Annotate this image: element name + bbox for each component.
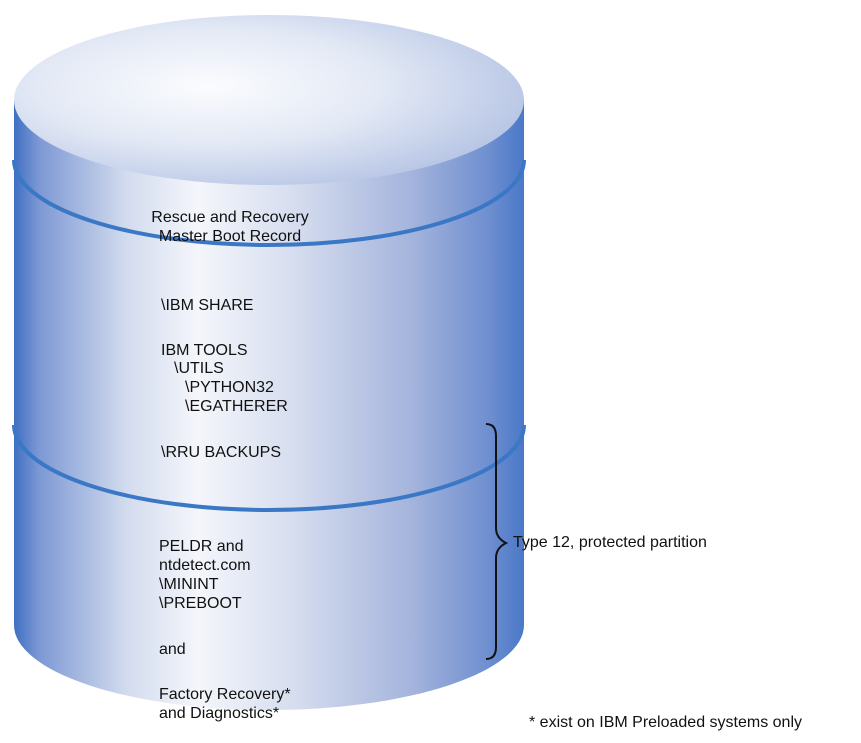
factory-line-2: and Diagnostics*: [159, 705, 280, 722]
preboot-line-2: ntdetect.com: [159, 557, 251, 574]
egatherer-folder-label: \EGATHERER: [185, 398, 288, 415]
footnote: * exist on IBM Preloaded systems only: [529, 714, 803, 731]
mbr-line-2: Master Boot Record: [158, 228, 302, 245]
factory-line-1: Factory Recovery*: [159, 686, 291, 703]
preboot-label: PELDR and ntdetect.com \MININT \PREBOOT: [159, 537, 251, 613]
mbr-line-1: Rescue and Recovery: [151, 209, 309, 226]
partition-band-lower: [12, 424, 526, 512]
rru-backups-label: \RRU BACKUPS: [161, 444, 282, 461]
partition-brace: [485, 423, 509, 660]
python32-folder-label: \PYTHON32: [185, 379, 274, 396]
utils-folder-label: \UTILS: [174, 360, 224, 377]
cylinder-top: [14, 15, 524, 185]
mbr-label: Rescue and Recovery Master Boot Record: [130, 208, 330, 246]
and-label: and: [159, 641, 186, 658]
ibm-share-label: \IBM SHARE: [161, 297, 254, 314]
partition-band-upper: [12, 159, 526, 247]
protected-partition-label: Type 12, protected partition: [513, 534, 707, 551]
ibm-tools-label: IBM TOOLS: [161, 342, 248, 359]
factory-recovery-label: Factory Recovery* and Diagnostics*: [159, 685, 291, 723]
preboot-line-4: \PREBOOT: [159, 595, 242, 612]
preboot-line-1: PELDR and: [159, 538, 244, 555]
preboot-line-3: \MININT: [159, 576, 219, 593]
cylinder-body: [14, 100, 524, 710]
